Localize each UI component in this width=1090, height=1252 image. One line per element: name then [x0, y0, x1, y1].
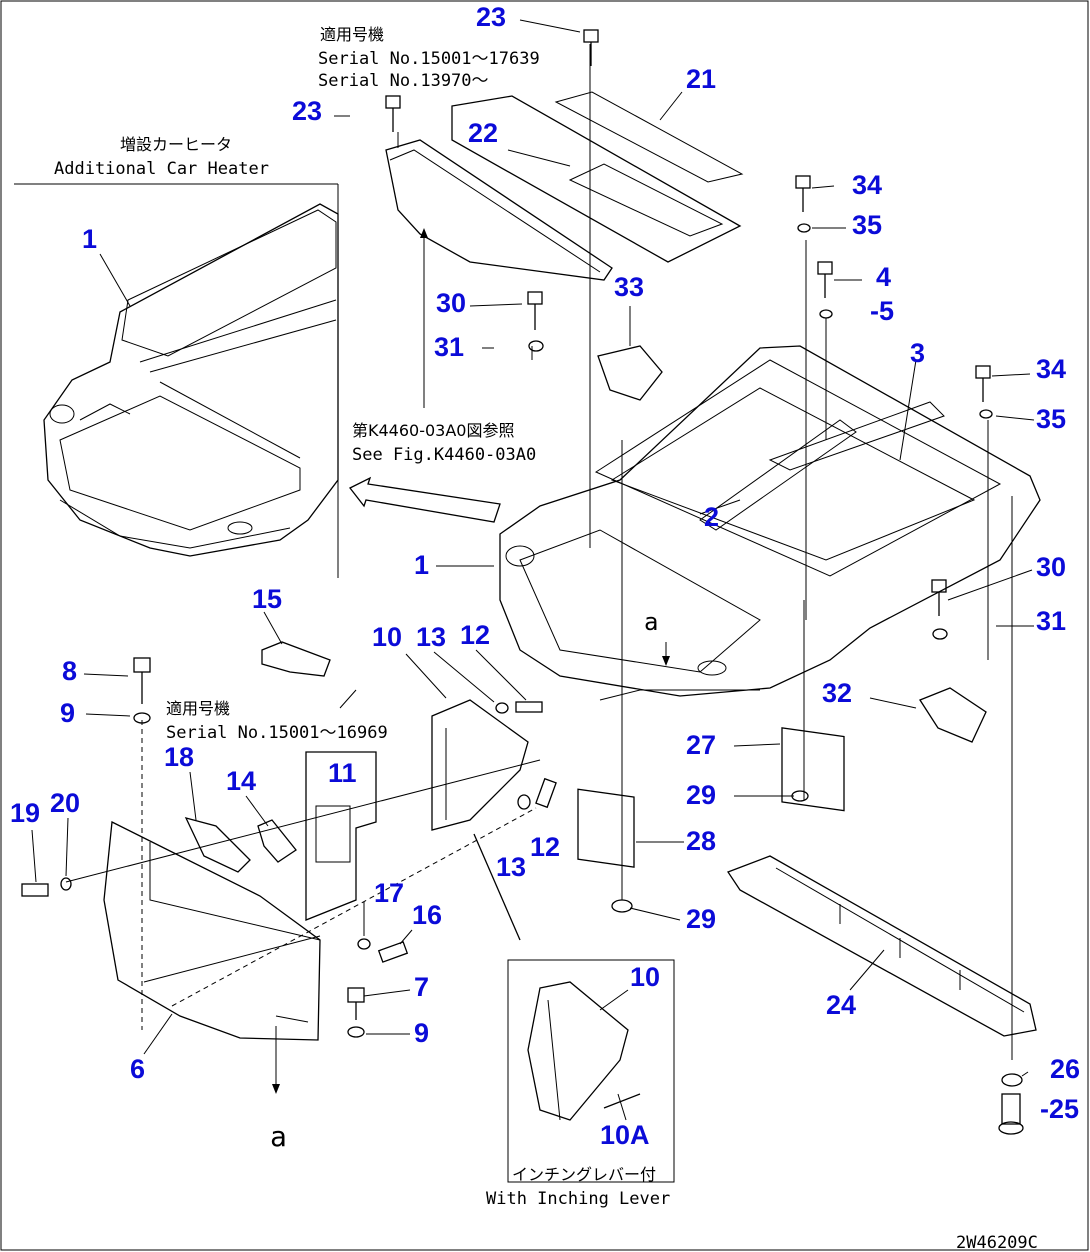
- bracket-18: [184, 817, 251, 873]
- callout-22: 22: [468, 118, 498, 148]
- callout-31b: 31: [1036, 606, 1066, 636]
- callout-9b: 9: [414, 1018, 429, 1048]
- callout-29a: 29: [686, 780, 716, 810]
- callout-1b: 1: [414, 550, 429, 580]
- callout-11: 11: [328, 758, 357, 788]
- callout-14: 14: [226, 766, 256, 796]
- panel-11: [305, 751, 377, 921]
- view-a-top: a: [644, 608, 658, 636]
- callout-27: 27: [686, 730, 716, 760]
- callout-31a: 31: [434, 332, 464, 362]
- fig-ref-en: See Fig.K4460-03A0: [352, 445, 536, 465]
- callout-18: 18: [164, 742, 194, 772]
- top-cover-plate: [385, 139, 613, 408]
- callout-7: 7: [414, 972, 429, 1002]
- callout-10a: 10: [372, 622, 402, 652]
- callout-10A: 10A: [600, 1120, 650, 1150]
- bracket-14: [257, 819, 297, 863]
- callout-25: -25: [1040, 1094, 1079, 1124]
- callout-17: 17: [374, 878, 404, 908]
- inching-jp: インチングレバー付: [512, 1165, 656, 1184]
- callout-13b: 13: [496, 852, 526, 882]
- callout-13a: 13: [416, 622, 446, 652]
- callout-10b: 10: [630, 962, 660, 992]
- serial-top-jp: 適用号機: [320, 25, 384, 44]
- leader-lines: [65, 44, 1013, 1094]
- callout-ticks: [31, 19, 1035, 1121]
- plate-28: [577, 788, 635, 868]
- heater-jp: 増設カーヒータ: [120, 135, 232, 154]
- callout-5: -5: [870, 296, 894, 326]
- callout-15: 15: [252, 584, 282, 614]
- callout-12a: 12: [460, 620, 490, 650]
- callout-32: 32: [822, 678, 852, 708]
- callout-2: 2: [704, 502, 719, 532]
- callout-4: 4: [876, 262, 891, 292]
- inching-en: With Inching Lever: [486, 1189, 670, 1209]
- callout-3: 3: [910, 338, 925, 368]
- callout-23b: 23: [292, 96, 322, 126]
- main-cover-body: [499, 345, 1041, 701]
- callout-1a: 1: [82, 224, 97, 254]
- callout-26: 26: [1050, 1054, 1080, 1084]
- callout-20: 20: [50, 788, 80, 818]
- callout-28: 28: [686, 826, 716, 856]
- callout-8: 8: [62, 656, 77, 686]
- bracket-32: [919, 687, 987, 743]
- fasteners: [21, 29, 1024, 1135]
- inching-lever-inset: [507, 959, 675, 1183]
- callout-35b: 35: [1036, 404, 1066, 434]
- pad-assembly-21-22: [451, 91, 744, 263]
- bracket-33: [597, 345, 663, 401]
- callout-6: 6: [130, 1054, 145, 1084]
- serial-top-1: Serial No.15001～17639: [318, 49, 540, 69]
- callout-9a: 9: [60, 698, 75, 728]
- callout-35a: 35: [852, 210, 882, 240]
- callout-30a: 30: [436, 288, 466, 318]
- callout-34b: 34: [1036, 354, 1066, 384]
- callout-23a: 23: [476, 2, 506, 32]
- callout-19: 19: [10, 798, 40, 828]
- bottom-beam-24: [727, 855, 1037, 1037]
- heater-en: Additional Car Heater: [54, 159, 269, 179]
- serial-top-2: Serial No.13970～: [318, 71, 489, 91]
- callout-33: 33: [614, 272, 644, 302]
- callout-16: 16: [412, 900, 442, 930]
- serial-mid-jp: 適用号機: [166, 699, 230, 718]
- view-a-bottom: a: [270, 1120, 287, 1153]
- callout-21: 21: [686, 64, 716, 94]
- heater-inset-cover-part: [43, 203, 339, 557]
- callout-30b: 30: [1036, 552, 1066, 582]
- callout-24: 24: [826, 990, 856, 1020]
- callout-34a: 34: [852, 170, 882, 200]
- serial-mid: Serial No.15001～16969: [166, 723, 388, 743]
- plate-27: [781, 727, 845, 812]
- clip-15: [261, 641, 331, 677]
- front-cover-6: [103, 820, 321, 1041]
- drawing-code: 2W46209C: [956, 1233, 1038, 1252]
- fig-ref-jp: 第K4460-03A0図参照: [352, 421, 514, 440]
- callout-12b: 12: [530, 832, 560, 862]
- bracket-10: [431, 699, 529, 831]
- callout-29b: 29: [686, 904, 716, 934]
